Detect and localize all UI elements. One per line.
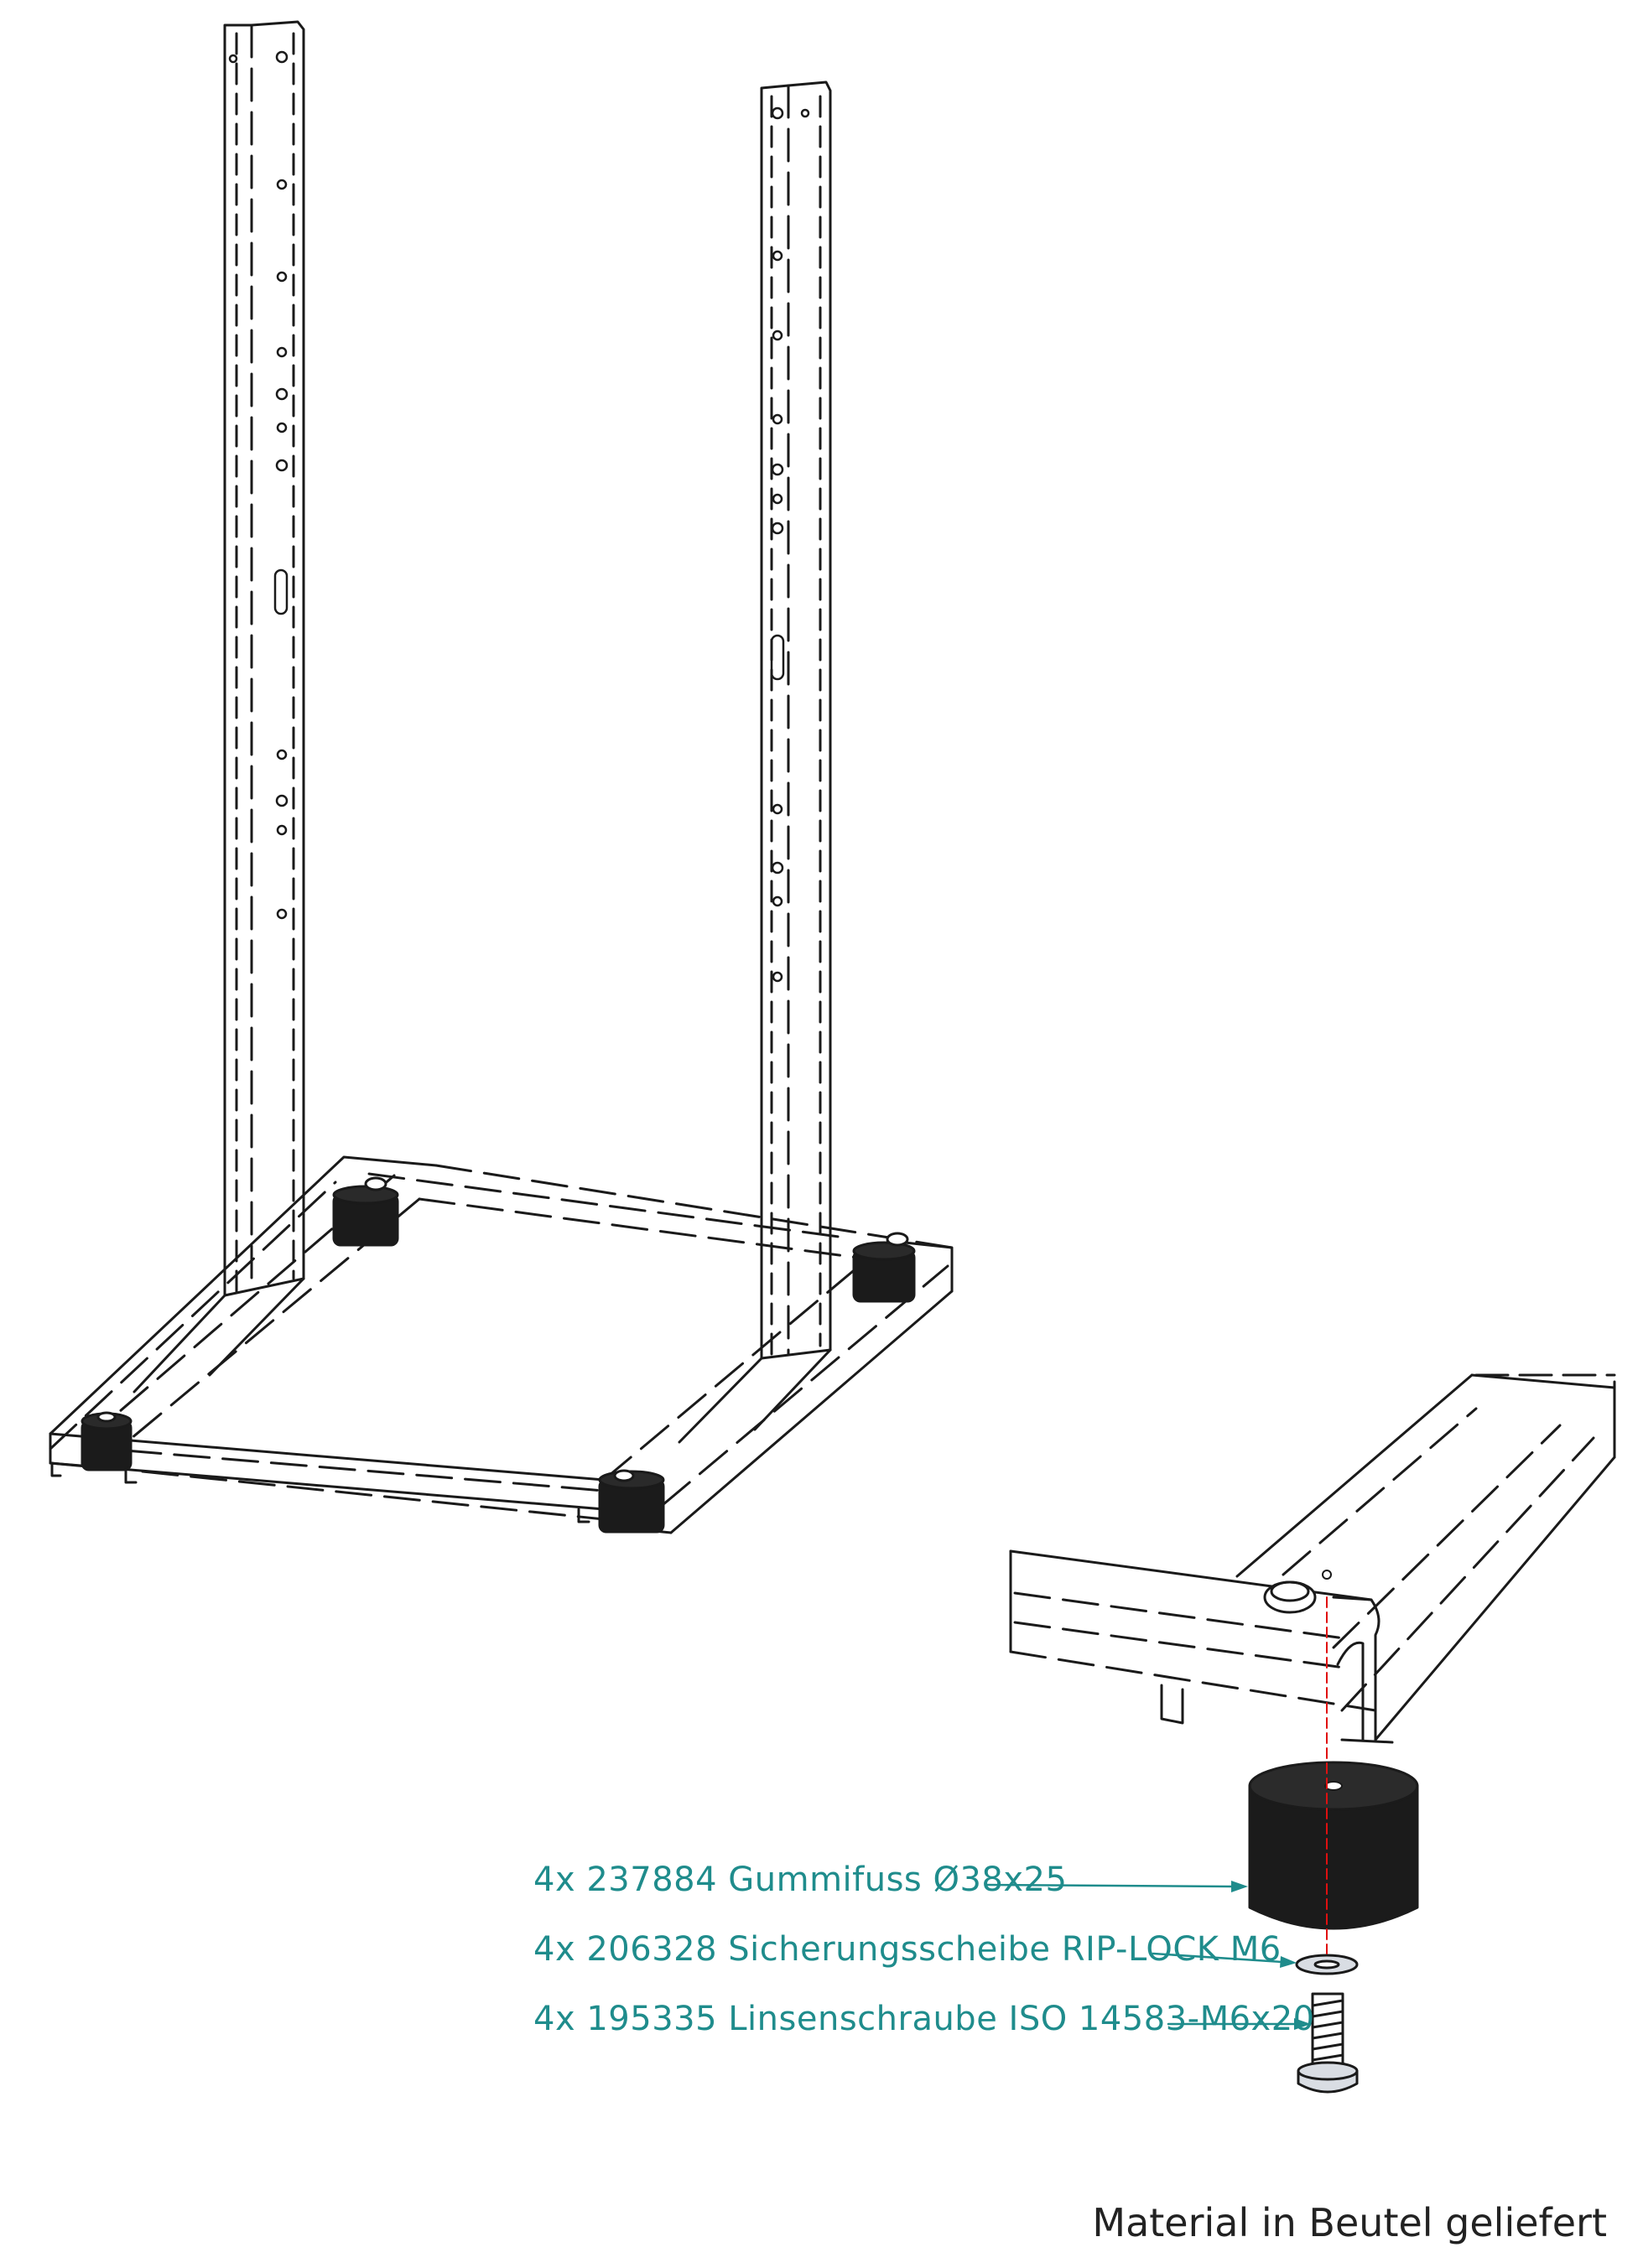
rubber-foot-part (1248, 1761, 1419, 1930)
callout-part-number: 195335 (586, 2000, 718, 2038)
callout-rubber-foot: 4x 237884 Gummifuss Ø38x25 (533, 1863, 1067, 1897)
callout-description: Linsenschraube ISO 14583-M6x20 (728, 2000, 1315, 2038)
frame-feet (81, 1176, 916, 1534)
foot-front-left (81, 1411, 133, 1471)
detail-corner (1009, 1373, 1616, 1744)
left-upright-holes (228, 50, 289, 920)
leader-lines (984, 1881, 1311, 2030)
left-upright (223, 20, 305, 1297)
foot-back-left (332, 1176, 399, 1247)
callout-screw: 4x 195335 Linsenschraube ISO 14583-M6x20 (533, 2002, 1315, 2036)
callout-description: Gummifuss Ø38x25 (728, 1861, 1068, 1899)
callout-lock-washer: 4x 206328 Sicherungsscheibe RIP-LOCK M6 (533, 1933, 1282, 1966)
callout-description: Sicherungsscheibe RIP-LOCK M6 (728, 1930, 1282, 1969)
footnote: Material in Beutel geliefert (1092, 2200, 1607, 2245)
base-frame (49, 1155, 954, 1534)
foot-front-right (598, 1469, 665, 1534)
callout-part-number: 237884 (586, 1861, 718, 1899)
right-upright-holes (770, 106, 810, 983)
callout-qty: 4x (533, 1861, 576, 1899)
right-upright (760, 80, 832, 1360)
callout-part-number: 206328 (586, 1930, 718, 1969)
callout-qty: 4x (533, 2000, 576, 2038)
screw-part (1297, 1992, 1359, 2094)
callout-qty: 4x (533, 1930, 576, 1969)
foot-back-right (852, 1232, 916, 1303)
lock-washer-part (1295, 1954, 1359, 1975)
